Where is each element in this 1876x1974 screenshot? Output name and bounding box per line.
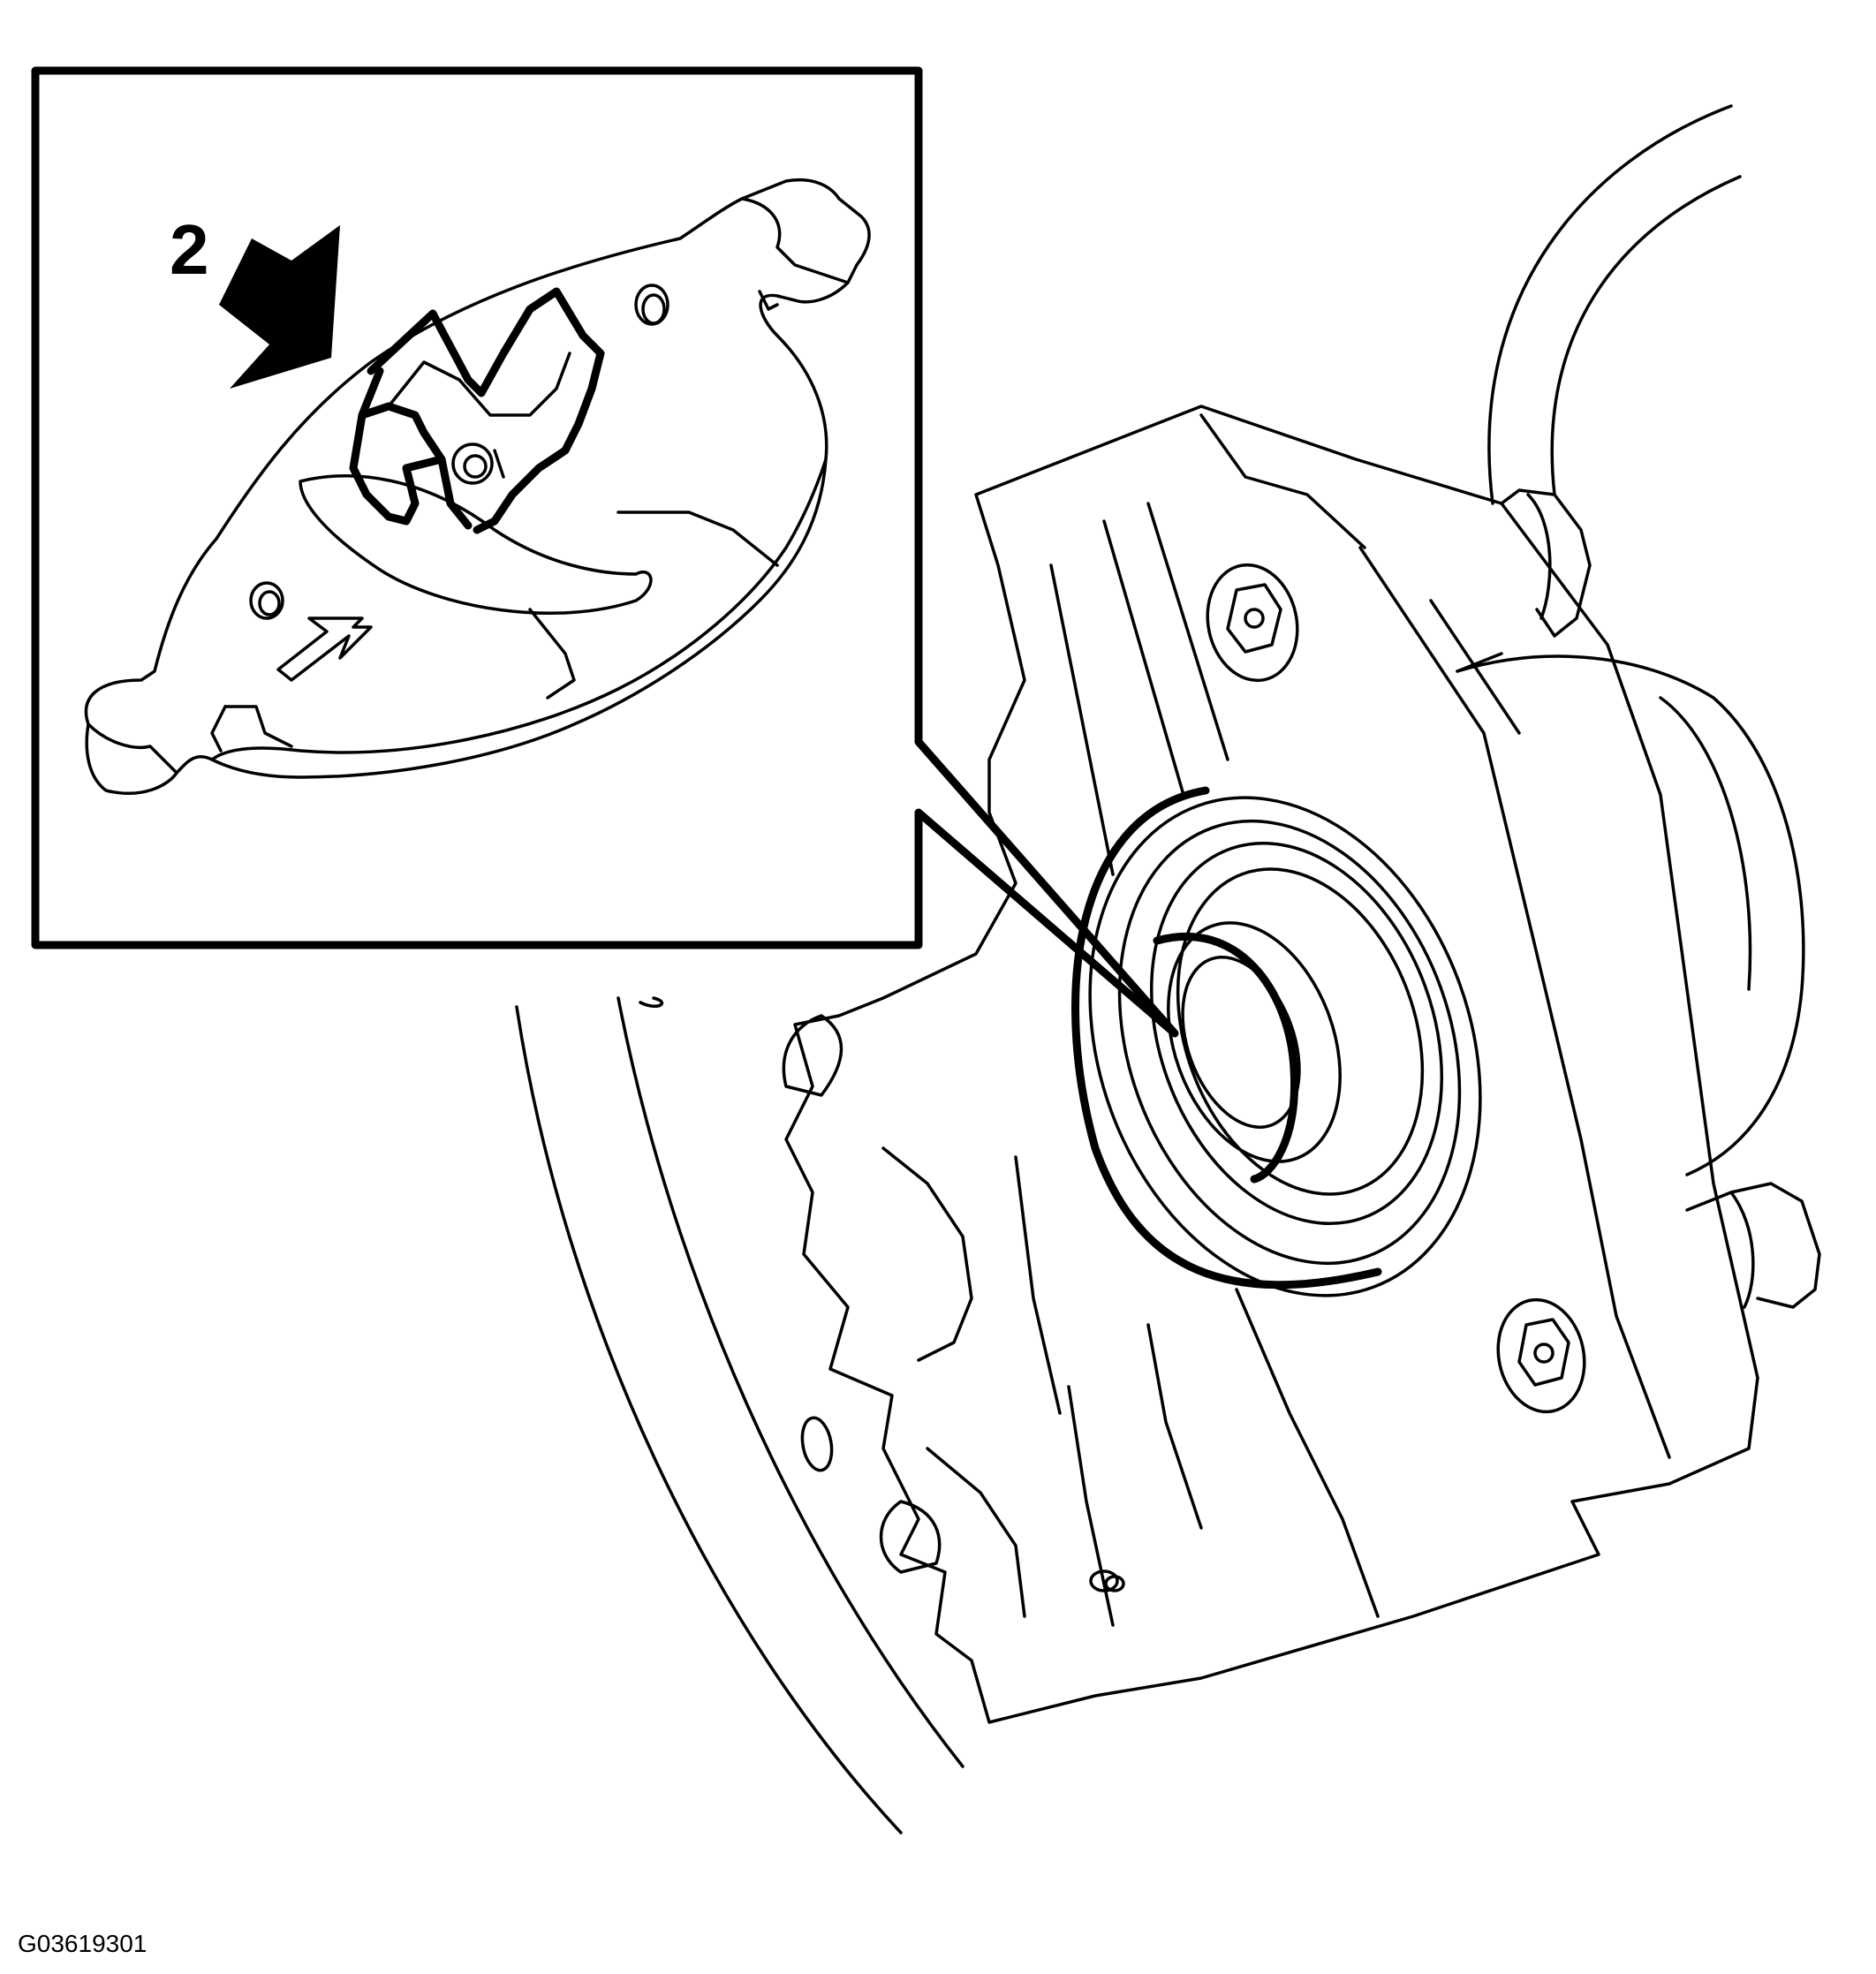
brake-hose (1487, 104, 1742, 505)
guide-bolt-upper (1206, 563, 1299, 683)
cylinder-block (1456, 654, 1805, 1176)
brake-pad (84, 178, 871, 795)
guide-pin-upper (1500, 488, 1592, 638)
pad-ear-left-lower (879, 1500, 942, 1574)
pad-ear-left-upper (782, 1014, 843, 1097)
clip-rivet (451, 442, 494, 485)
guide-pin-lower (1685, 1182, 1821, 1309)
inset-detail: 2 (31, 66, 1179, 1038)
highlighted-seal-ring (1071, 786, 1382, 1290)
highlighted-piston-bore (1153, 932, 1299, 1184)
brake-disc-edge (515, 1005, 903, 1834)
inset-frame (31, 66, 1179, 1038)
brake-pad-backing-plate (84, 178, 871, 795)
callout-arrow-icon (219, 225, 340, 389)
caliper-assembly (515, 104, 1821, 1834)
figure-id: G03619301 (18, 1930, 147, 1957)
pad-hole-lower (249, 581, 284, 620)
caliper-housing (784, 405, 1759, 1724)
direction-arrow-icon (276, 616, 373, 682)
wear-indicator-slot (299, 474, 653, 616)
piston-seal-rings (1088, 796, 1482, 1297)
callout-number-2: 2 (170, 210, 209, 289)
pad-slot-hole (800, 1416, 834, 1472)
brake-disc-inner-edge (617, 996, 964, 1768)
anti-rattle-spring-clip (367, 287, 605, 534)
guide-bolt-lower (1496, 1297, 1586, 1414)
